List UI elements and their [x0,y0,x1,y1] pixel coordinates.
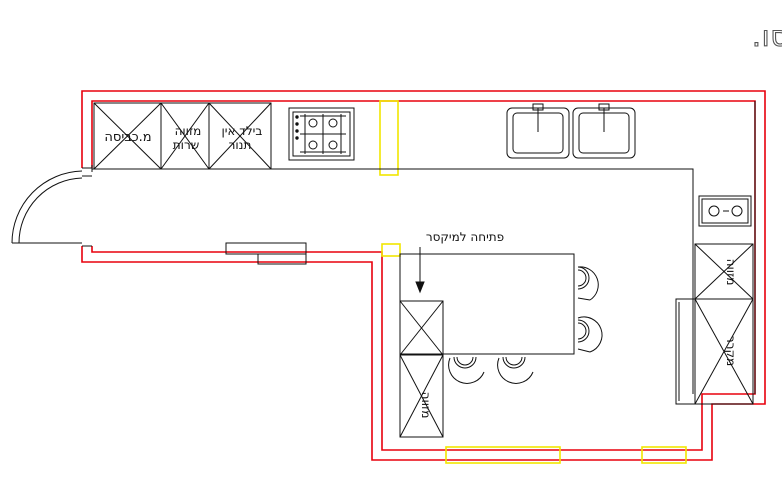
washing-machine-label: מ.כביסה [104,130,151,145]
builtin-oven-label-line1: בילד אין [222,124,263,138]
fridge-box [675,298,754,405]
builtin-oven-label: בילד אין תנור [218,124,263,152]
gas-cooktop-icon [288,107,355,161]
demolished-wall-top [379,100,399,176]
service-ac-label: מזווה שרות [171,124,202,152]
demolished-wall-center [381,243,401,257]
yellow-demolished-walls [379,100,687,464]
double-sink-icon [506,103,636,159]
bottom-left-counter [225,242,307,265]
mixer-opening-label: פתיחה למיקסר [426,230,504,244]
kitchen-island [399,253,575,355]
pantry-island-box [399,300,444,438]
fridge-label: מקרר [724,336,738,366]
service-ac-label-line2: שרות [173,138,199,152]
demolished-wall-bottom-2 [641,446,687,464]
door-swing-icon [11,167,92,247]
pantry-island-label: מזווה [419,392,433,419]
bar-stool-icon [448,266,603,384]
mixer-arrow-icon [415,247,425,294]
pantry-right-label: מזווה [724,259,738,286]
small-cooktop-icon [698,195,752,227]
builtin-oven-label-line2: תנור [229,138,252,152]
builtin-oven-box [208,102,272,170]
plan-title: לאחר תכנון -הקירות המסומנים בצהוב נהרסו. [752,20,782,53]
demolished-wall-bottom-1 [445,446,561,464]
service-ac-label-line1: מזווה [175,124,202,138]
pantry-right-box [694,243,754,300]
red-wall-outline [81,90,766,461]
